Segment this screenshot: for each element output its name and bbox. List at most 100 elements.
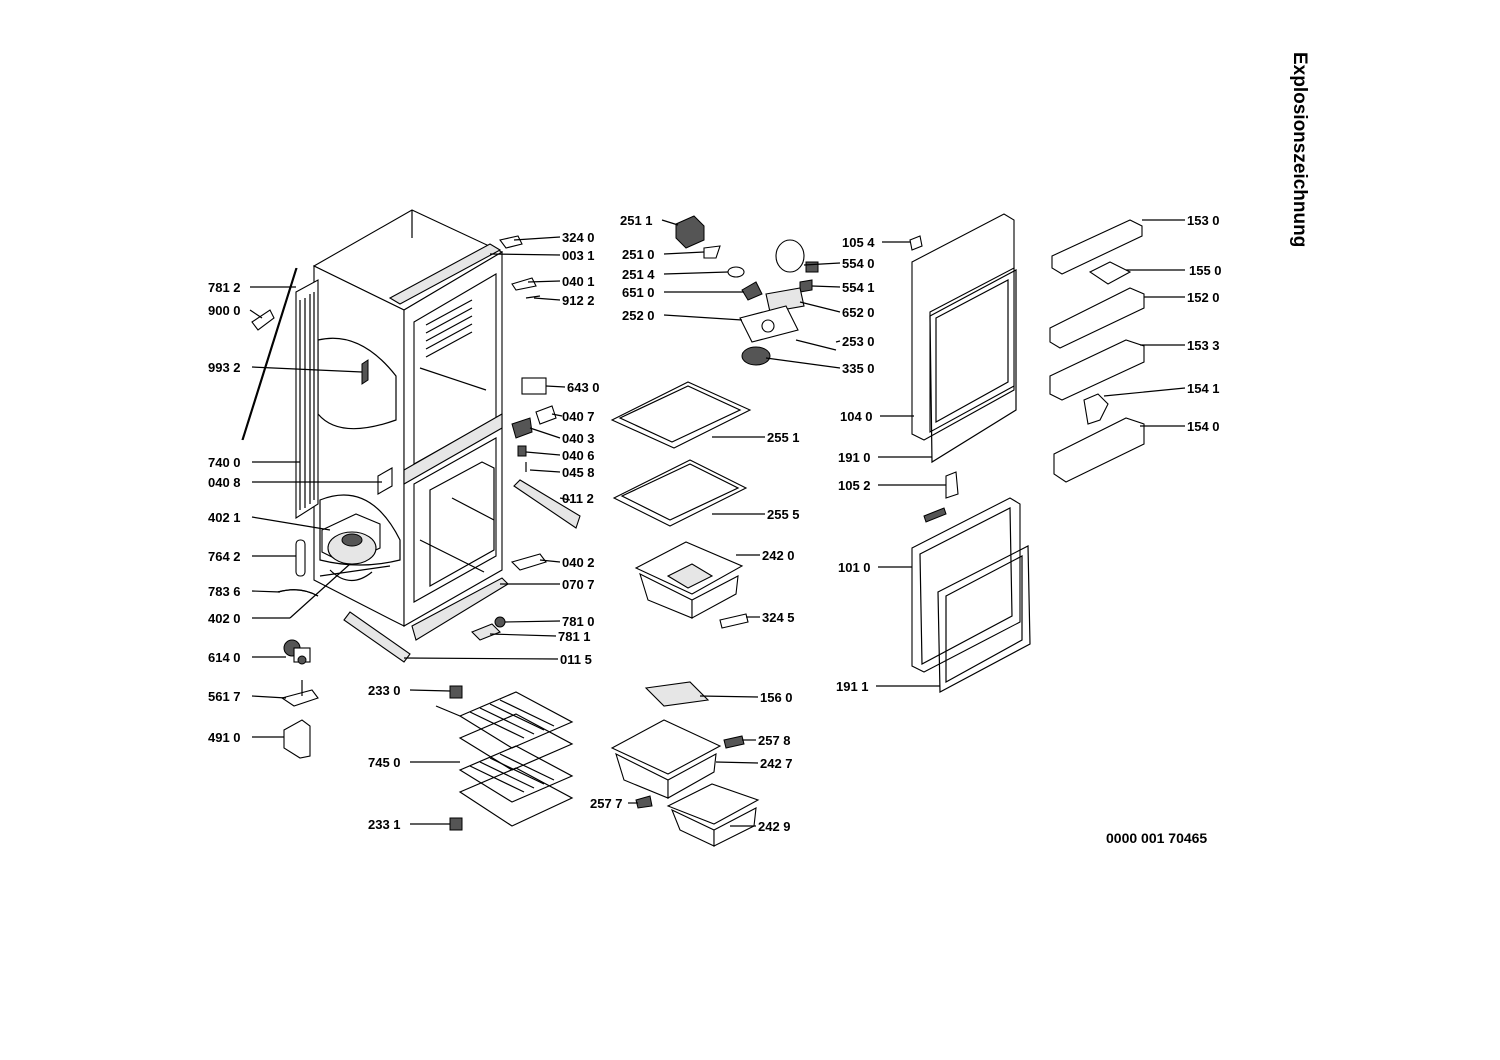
callout-781-2: 781 2 <box>208 280 241 295</box>
freezer-drawer-242-7 <box>610 719 722 799</box>
part-233-1 <box>449 817 463 831</box>
part-251-4 <box>727 266 745 278</box>
knob-335-0 <box>741 346 771 366</box>
glass-shelf-upper <box>610 381 752 449</box>
callout-191-0: 191 0 <box>838 450 871 465</box>
part-554-0-box <box>805 261 819 273</box>
part-040-6 <box>517 445 527 457</box>
callout-764-2: 764 2 <box>208 549 241 564</box>
wire-shelf-rack <box>435 691 574 827</box>
callout-003-1: 003 1 <box>562 248 595 263</box>
callout-labels: 324 0 003 1 040 1 912 2 643 0 040 7 040 … <box>208 213 1222 834</box>
door-shelf-153-0 <box>1051 219 1143 275</box>
callout-402-1: 402 1 <box>208 510 241 525</box>
callout-783-6: 783 6 <box>208 584 241 599</box>
callout-561-7: 561 7 <box>208 689 241 704</box>
upper-gasket-191-0 <box>929 268 1017 464</box>
callout-011-5: 011 5 <box>560 652 592 667</box>
callout-156-0: 156 0 <box>760 690 793 705</box>
callout-155-0: 155 0 <box>1189 263 1222 278</box>
callout-153-3: 153 3 <box>1187 338 1220 353</box>
callout-105-2: 105 2 <box>838 478 871 493</box>
divider-154-1 <box>1083 393 1109 425</box>
cabinet-body <box>312 209 509 641</box>
callout-255-5: 255 5 <box>767 507 800 522</box>
upper-door-104-0 <box>911 213 1015 441</box>
document-number: 0000 001 70465 <box>1106 830 1208 846</box>
callout-251-0: 251 0 <box>622 247 655 262</box>
part-324-5 <box>719 613 749 629</box>
callout-242-9: 242 9 <box>758 819 791 834</box>
part-040-1 <box>511 277 537 291</box>
callout-253-0: 253 0 <box>842 334 875 349</box>
door-shelf-152-0 <box>1049 287 1145 349</box>
compressor-cover <box>283 719 311 759</box>
callout-643-0: 643 0 <box>567 380 600 395</box>
part-040-2 <box>510 553 547 571</box>
callout-652-0: 652 0 <box>842 305 875 320</box>
clip-part <box>251 309 275 331</box>
callout-040-7: 040 7 <box>562 409 595 424</box>
callout-101-0: 101 0 <box>838 560 871 575</box>
callout-040-6: 040 6 <box>562 448 595 463</box>
callout-614-0: 614 0 <box>208 650 241 665</box>
glass-shelf-lower <box>612 459 748 527</box>
drawing-title: Explosionszeichnung <box>1289 52 1310 248</box>
part-040-3 <box>511 417 533 439</box>
callout-993-2: 993 2 <box>208 360 241 375</box>
part-781-0 <box>494 616 506 628</box>
rail-011-5 <box>343 611 411 663</box>
callout-257-7: 257 7 <box>590 796 623 811</box>
callout-045-8: 045 8 <box>562 465 595 480</box>
callout-554-0: 554 0 <box>842 256 875 271</box>
bottle-shelf-154-0 <box>1053 417 1145 483</box>
callout-040-3: 040 3 <box>562 431 595 446</box>
part-156-0 <box>644 681 710 707</box>
callout-040-2: 040 2 <box>562 555 595 570</box>
callout-105-4: 105 4 <box>842 235 875 250</box>
callout-251-4: 251 4 <box>622 267 655 282</box>
callout-912-2: 912 2 <box>562 293 595 308</box>
hinge-105-2-b <box>923 507 947 523</box>
callout-781-0: 781 0 <box>562 614 595 629</box>
callout-255-1: 255 1 <box>767 430 800 445</box>
condenser <box>295 279 319 520</box>
callout-154-0: 154 0 <box>1187 419 1220 434</box>
callout-740-0: 740 0 <box>208 455 241 470</box>
callout-191-1: 191 1 <box>836 679 869 694</box>
part-257-8 <box>723 735 745 749</box>
part-251-0 <box>703 245 721 259</box>
callout-153-0: 153 0 <box>1187 213 1220 228</box>
part-257-7 <box>635 795 653 809</box>
hinge-105-2 <box>945 471 959 499</box>
compressor <box>319 513 391 582</box>
leader-lines <box>249 219 1186 827</box>
callout-900-0: 900 0 <box>208 303 241 318</box>
callout-070-7: 070 7 <box>562 577 595 592</box>
callout-242-7: 242 7 <box>760 756 793 771</box>
lower-gasket-191-1 <box>937 545 1031 693</box>
callout-402-0: 402 0 <box>208 611 241 626</box>
callout-233-0: 233 0 <box>368 683 401 698</box>
fan-554-0 <box>775 239 805 273</box>
callout-324-0: 324 0 <box>562 230 595 245</box>
thermostat-probe <box>361 359 369 385</box>
callout-324-5: 324 5 <box>762 610 795 625</box>
freezer-drawer-242-9 <box>666 783 760 847</box>
filter-dryer <box>295 539 306 577</box>
callout-781-1: 781 1 <box>558 629 591 644</box>
callout-040-8: 040 8 <box>208 475 241 490</box>
callout-252-0: 252 0 <box>622 308 655 323</box>
part-233-0 <box>449 685 463 699</box>
callout-491-0: 491 0 <box>208 730 241 745</box>
starter-relay <box>283 639 311 665</box>
part-643-0 <box>521 377 547 395</box>
callout-257-8: 257 8 <box>758 733 791 748</box>
egg-tray-155-0 <box>1088 261 1132 285</box>
part-040-7 <box>535 405 557 425</box>
callout-154-1: 154 1 <box>1187 381 1220 396</box>
bracket-561 <box>280 689 319 707</box>
part-554-1 <box>799 279 813 293</box>
drain-strip <box>241 267 297 441</box>
part-781-1 <box>471 623 501 641</box>
